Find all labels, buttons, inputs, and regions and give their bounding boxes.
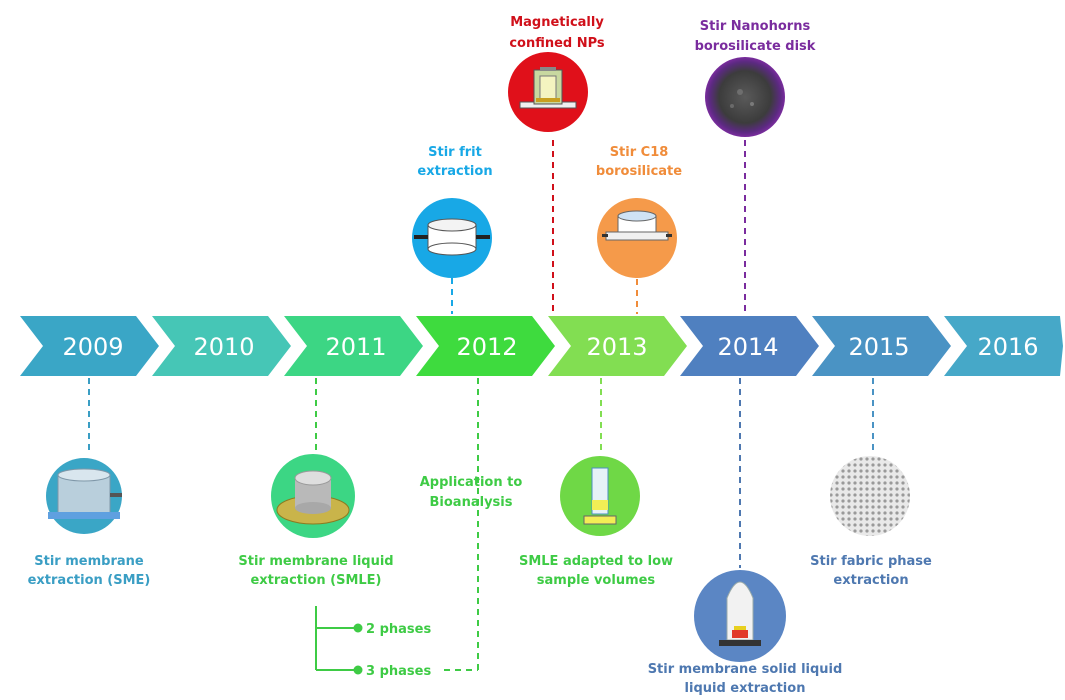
nanohorns-disk-icon [705,57,785,137]
year-arrow-2015 [812,316,951,376]
nanohorns-label-line1: Stir Nanohorns [700,19,811,34]
sme-device-icon [46,458,122,534]
phase-branch [315,606,363,675]
year-label-2012: 2012 [456,333,517,361]
sme-label-line2: extraction (SME) [28,573,151,588]
year-label-2011: 2011 [325,333,386,361]
smle-low-label-line2: sample volumes [537,573,656,588]
smslle-label-line2: liquid extraction [685,681,806,696]
sme-label-line1: Stir membrane [34,554,144,569]
year-label-2010: 2010 [193,333,254,361]
nanohorns-label-line2: borosilicate disk [695,39,816,54]
frit-label-line1: Stir frit [428,145,482,160]
smslle-vial-icon [694,570,786,662]
fabric-label-line1: Stir fabric phase [810,554,932,569]
c18-device-icon [597,198,677,278]
magnetic-label-line2: confined NPs [509,36,605,51]
c18-label-line2: borosilicate [596,164,682,179]
phase-dot-2 [353,623,363,633]
year-arrow-2009 [20,316,159,376]
bioanalysis-label-line2: Bioanalysis [430,495,513,510]
year-label-2014: 2014 [717,333,778,361]
phase-dot-3 [353,665,363,675]
fabric-label-line2: extraction [833,573,908,588]
smle-label-line1: Stir membrane liquid [238,554,393,569]
timeline-bar: 2009 2010 2011 2012 2013 2014 2015 2016 [20,316,1063,376]
smle-device-icon [271,454,355,538]
magnetic-label-line1: Magnetically [510,15,604,30]
year-arrow-2012 [416,316,555,376]
two-phases-label: 2 phases [366,622,431,637]
year-arrow-2013 [548,316,687,376]
year-label-2013: 2013 [586,333,647,361]
event-labels: Stir membrane extraction (SME) Stir memb… [28,15,932,696]
three-phases-label: 3 phases [366,664,431,679]
year-label-2016: 2016 [977,333,1038,361]
year-arrow-2011 [284,316,423,376]
smle-low-label-line1: SMLE adapted to low [519,554,673,569]
smslle-label-line1: Stir membrane solid liquid [648,662,843,677]
frit-label-line2: extraction [417,164,492,179]
year-arrow-2010 [152,316,291,376]
year-label-2015: 2015 [848,333,909,361]
year-arrow-2014 [680,316,819,376]
year-label-2009: 2009 [62,333,123,361]
frit-device-icon [412,198,492,278]
smle-label-line2: extraction (SMLE) [250,573,381,588]
magnetic-device-icon [508,52,588,132]
fabric-phase-icon [830,456,910,536]
c18-label-line1: Stir C18 [610,145,669,160]
smle-low-device-icon [560,456,640,536]
connectors [88,140,874,671]
bioanalysis-label-line1: Application to [420,475,523,490]
year-arrow-2016 [944,316,1063,376]
